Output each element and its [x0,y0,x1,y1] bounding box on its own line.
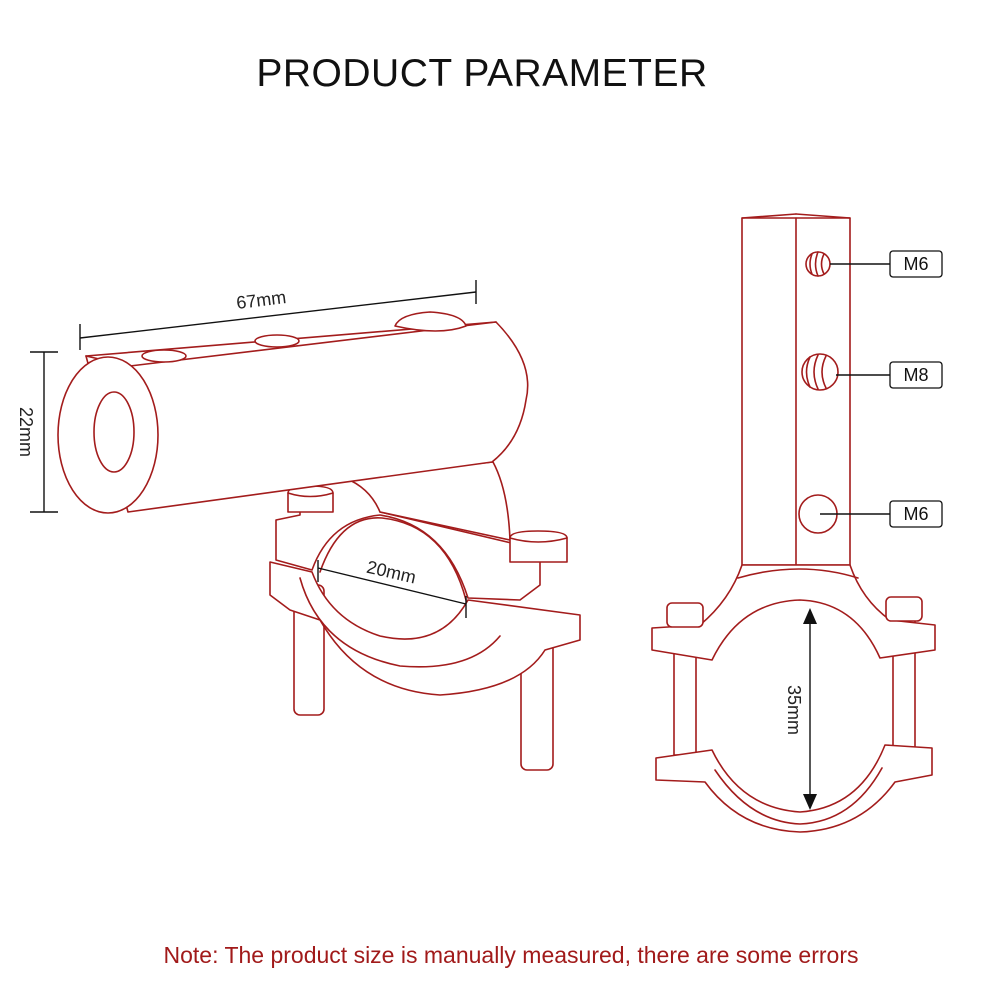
page-title: PRODUCT PARAMETER [256,52,708,95]
length-label: 67mm [235,287,287,313]
thread-label-middle: M8 [903,365,928,385]
thread-label-bottom: M6 [903,504,928,524]
clamp-inner-label: 20mm [365,557,418,588]
top-hole-2 [254,334,300,348]
right-view-lower-clamp [655,744,933,833]
clamp-opening-label: 35mm [784,685,804,735]
dimension-clamp-inner: 20mm [317,557,467,618]
dimension-clamp-opening: 35mm [784,608,817,810]
left-view-mount [57,311,581,771]
tube-bore [93,391,135,473]
right-view-upper-clamp [651,564,936,661]
m8-middle-hole [801,353,839,391]
thread-callout-bottom: M6 [820,500,943,528]
dimension-height: 22mm [16,351,58,513]
m6-top-hole [805,251,831,277]
thread-callout-top: M6 [830,250,943,278]
main-tube [85,321,529,513]
measurement-note: Note: The product size is manually measu… [163,942,859,968]
lower-clamp [269,561,581,696]
right-view-mount [651,213,936,833]
thread-callout-middle: M8 [836,361,943,389]
top-hole-1 [141,349,187,363]
right-bolt-head [509,530,568,563]
thread-label-top: M6 [903,254,928,274]
right-view-right-cap [885,596,923,622]
right-view-left-cap [666,602,704,628]
top-hole-3 [394,311,467,332]
height-label: 22mm [16,407,36,457]
